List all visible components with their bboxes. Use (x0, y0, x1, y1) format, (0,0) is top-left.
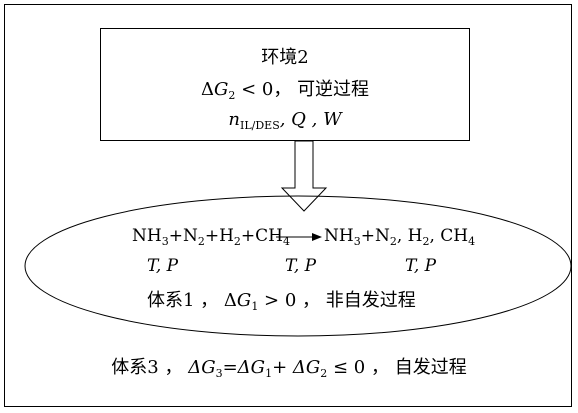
environment-process: 可逆过程 (297, 79, 370, 100)
system3-statement: 体系3 ， ΔG3=ΔG1+ ΔG2 ≤ 0 ， 自发过程 (111, 357, 467, 380)
environment-title: 环境2 (261, 47, 309, 68)
arrow-conditions: T, P (285, 256, 317, 276)
environment-variables: nIL/DES, Q , W (228, 109, 342, 132)
system3-process: 自发过程 (394, 357, 467, 378)
reactants: NH3+N2+H2+CH4 (132, 226, 290, 248)
system-ellipse (24, 195, 572, 337)
system1-statement: 体系1 ， ΔG1 > 0 ， 非自发过程 (147, 290, 416, 313)
outer-frame (4, 4, 572, 407)
environment-box: 环境2 ΔG2 < 0， 可逆过程 nIL/DES, Q , W (100, 28, 470, 141)
product-conditions: T, P (405, 256, 437, 276)
environment-gibbs-line: ΔG2 < 0， 可逆过程 (200, 79, 370, 102)
products: NH3+N2, H2, CH4 (324, 226, 476, 248)
reaction-arrow-head (312, 233, 322, 241)
reactant-conditions: T, P (147, 256, 179, 276)
down-arrow (280, 140, 328, 212)
system1-process: 非自发过程 (325, 290, 416, 311)
